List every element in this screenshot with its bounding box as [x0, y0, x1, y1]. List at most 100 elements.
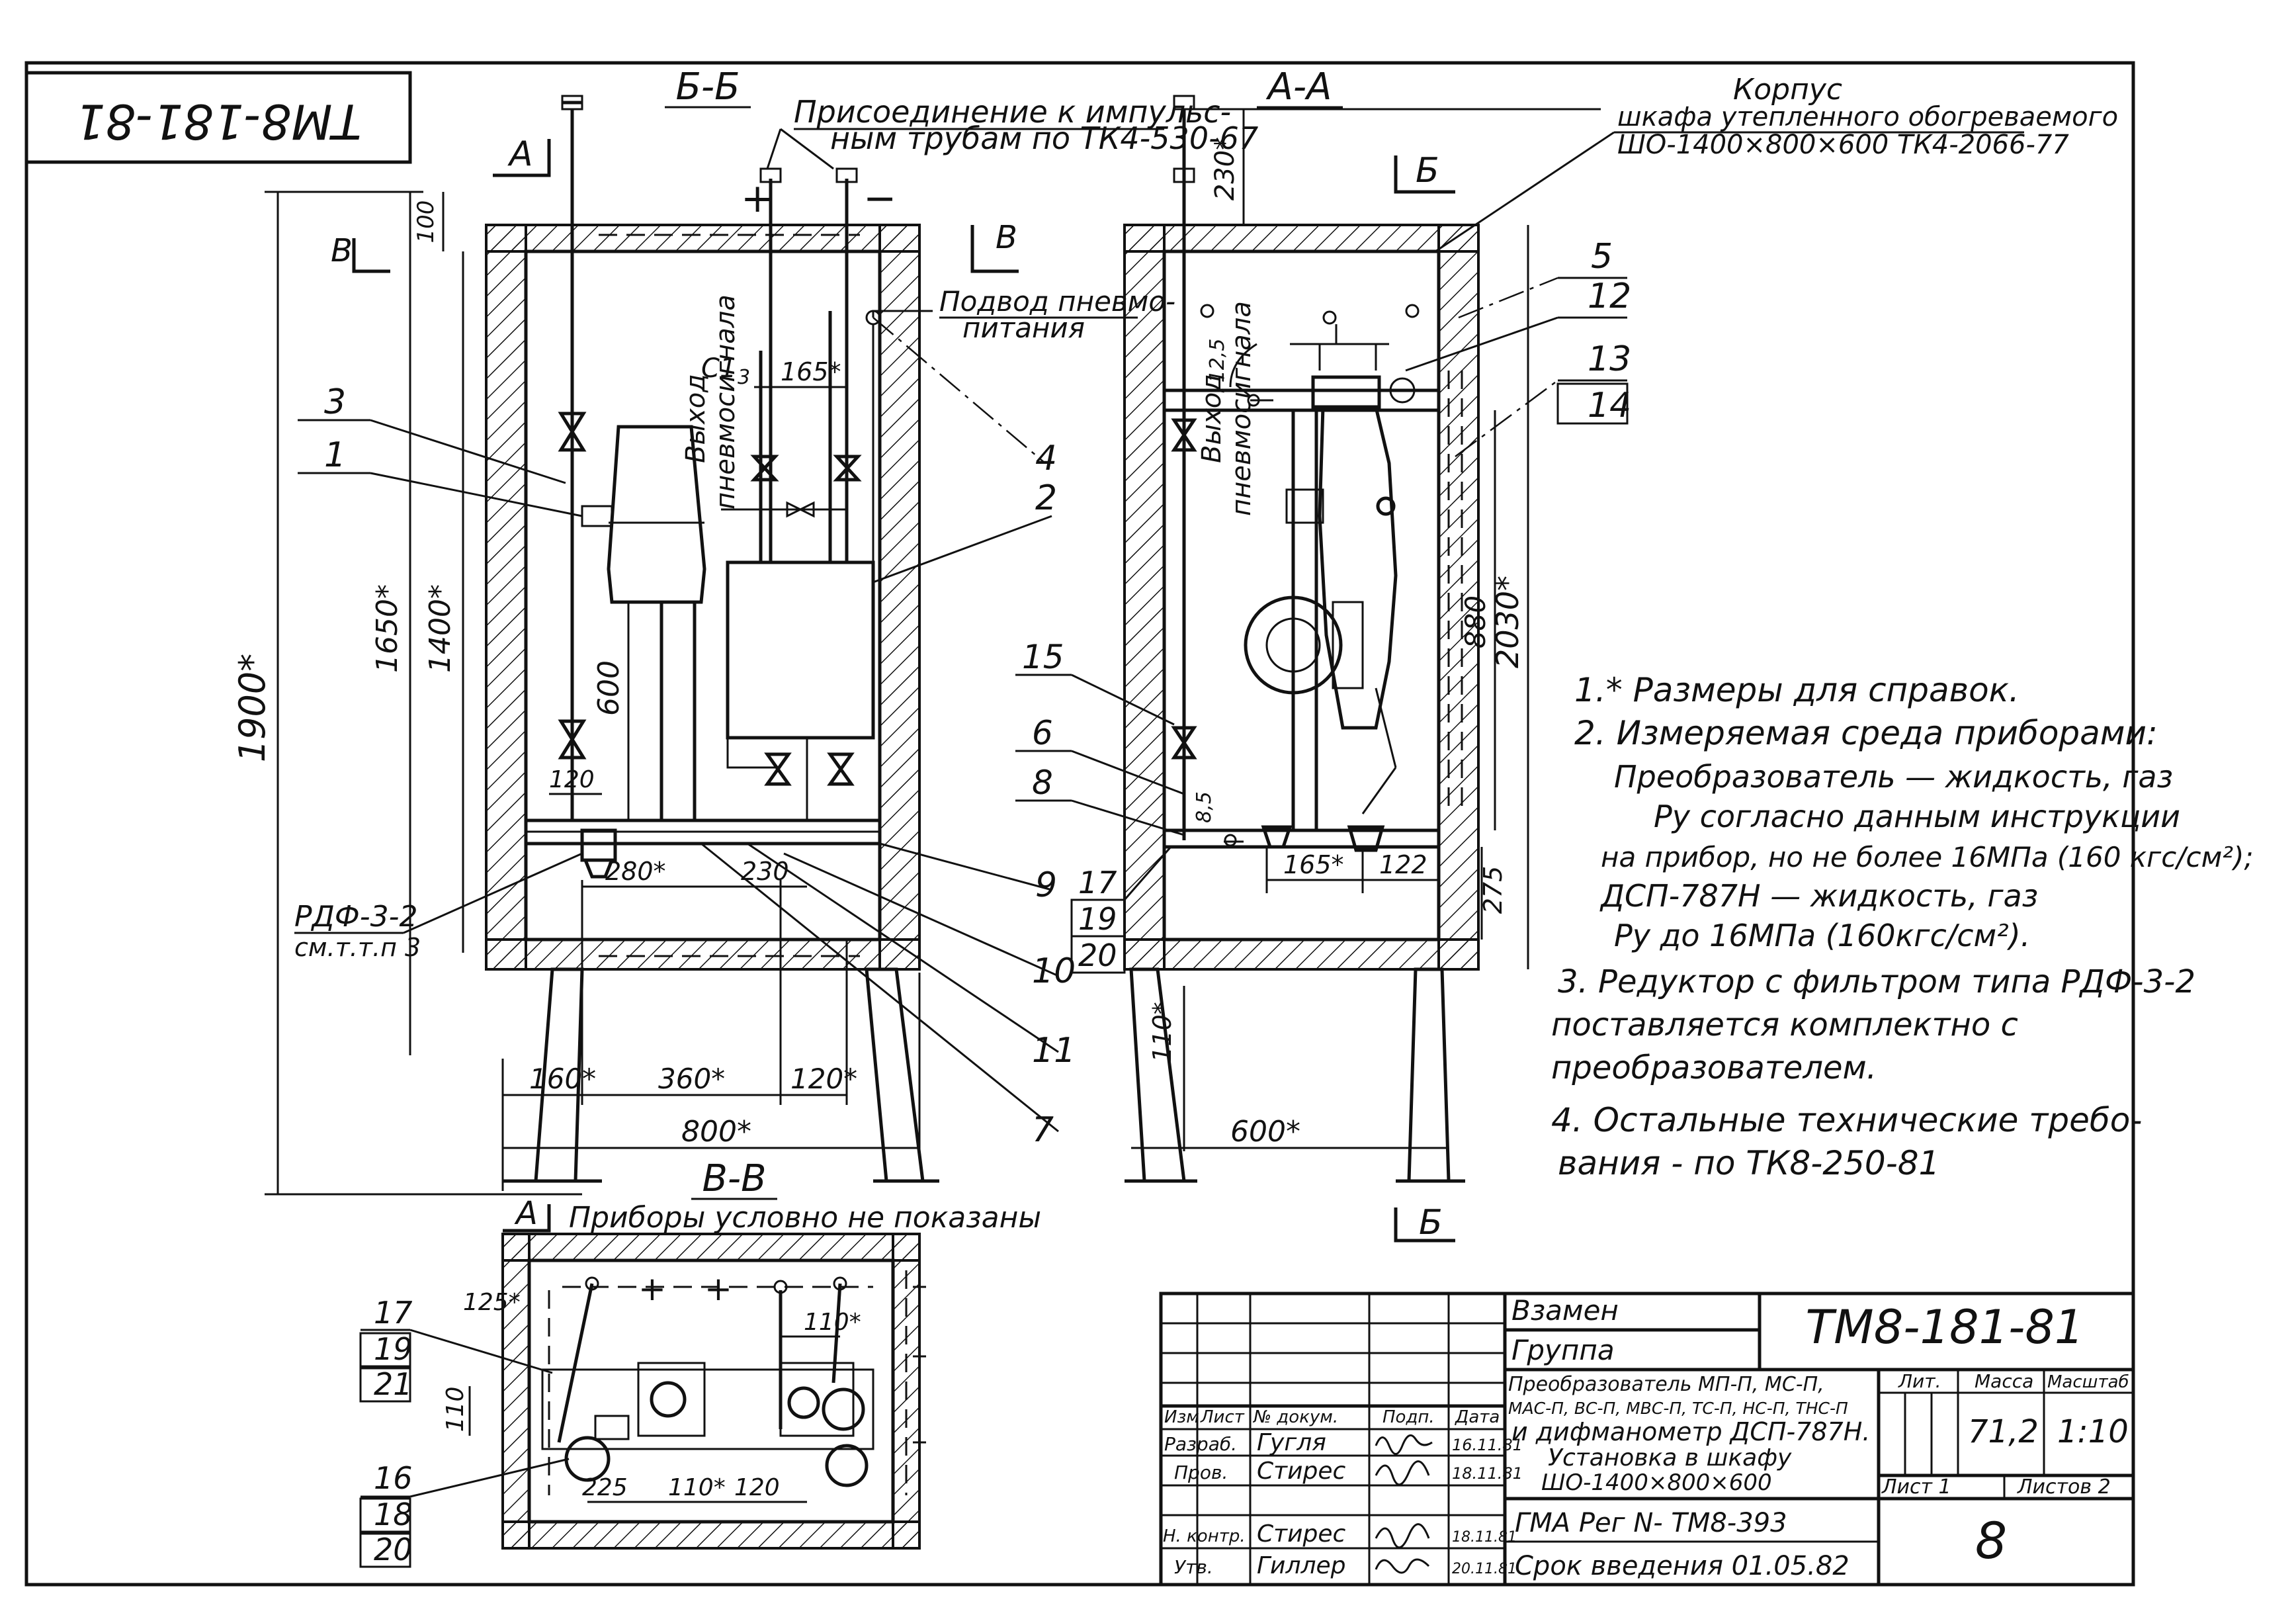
- bb-dim-160: 160*: [529, 1063, 596, 1095]
- aa-leader-8: 8: [1032, 764, 1053, 802]
- tb-date-nkontr: 18.11.81: [1452, 1529, 1517, 1546]
- vv-leader-19: 19: [374, 1331, 413, 1367]
- aa-cabinet-bottom: [1123, 938, 1480, 971]
- tb-name-2: МАС-П, ВС-П, МВС-П, ТС-П, НС-П, ТНС-П: [1508, 1399, 1848, 1418]
- bb-minus: −: [863, 175, 896, 222]
- bb-dim-1900: 1900*: [232, 654, 273, 762]
- note-1: 1.* Размеры для справок.: [1574, 671, 2020, 709]
- bb-transmitter: [607, 425, 706, 604]
- aa-dim-125: 12,5: [1206, 339, 1229, 383]
- vv-leader-16: 16: [374, 1460, 413, 1496]
- aa-leader-20: 20: [1078, 938, 1117, 973]
- aa-mounting-plate: [1162, 828, 1441, 849]
- vv-note: Приборы условно не показаны: [569, 1201, 1041, 1235]
- aa-leader-12: 12: [1588, 277, 1631, 316]
- aa-cabinet-top: [1123, 224, 1480, 253]
- bb-leader-7: 7: [1032, 1110, 1054, 1150]
- bb-rdf-2: см.т.т.п 3: [294, 933, 421, 962]
- aa-leader-15: 15: [1022, 638, 1064, 676]
- bb-section-v-left: В: [331, 232, 353, 269]
- tb-masshtab: Масштаб: [2047, 1372, 2129, 1392]
- tb-col-izm: Изм: [1164, 1407, 1199, 1427]
- aa-dim-122: 122: [1379, 850, 1427, 879]
- bb-section-v-right: В: [996, 219, 1017, 256]
- bb-dim-230: 230: [741, 857, 789, 886]
- tb-list: Лист 1: [1881, 1475, 1951, 1499]
- tb-role-razrab: Разраб.: [1164, 1433, 1237, 1455]
- aa-dim-880: 880: [1459, 595, 1492, 648]
- bb-leader-10: 10: [1032, 951, 1076, 991]
- aa-leader-5: 5: [1591, 237, 1613, 277]
- tb-role-nkontr: Н. контр.: [1163, 1526, 1246, 1546]
- note-11: 4. Остальные технические требо-: [1551, 1101, 2142, 1139]
- aa-dim-85: 8,5: [1193, 791, 1216, 823]
- tb-name-utv: Гиллер: [1257, 1552, 1345, 1579]
- tb-date-razrab: 16.11.81: [1452, 1436, 1523, 1454]
- view-bb-title: Б-Б: [675, 66, 740, 109]
- tb-gruppa: Группа: [1511, 1334, 1615, 1366]
- aa-leg-left: [1129, 967, 1186, 1183]
- technical-notes: 1.* Размеры для справок. 2. Измеряемая с…: [1551, 671, 2254, 1182]
- bb-dim-800: 800*: [681, 1115, 751, 1149]
- bb-dim-360: 360*: [658, 1063, 725, 1095]
- signature-nkontr: [1375, 1523, 1430, 1549]
- bb-dim-165: 165*: [781, 357, 841, 386]
- bb-leader-11: 11: [1032, 1031, 1076, 1071]
- signature-prov: [1375, 1460, 1430, 1486]
- vv-leader-21: 21: [374, 1366, 413, 1402]
- vv-leader-20: 20: [374, 1532, 413, 1567]
- bb-leg-right: [865, 967, 925, 1183]
- aa-section-b-bottom: Б: [1419, 1203, 1443, 1243]
- tb-name-4: Установка в шкафу: [1548, 1444, 1792, 1471]
- aa-transmitter: [1318, 405, 1398, 730]
- aa-cabinet-desc-2: ШО-1400×800×600 ТК4-2066-77: [1617, 130, 2069, 160]
- tb-name-5: ШО-1400×800×600: [1541, 1469, 1772, 1496]
- aa-cabinet-title: Корпус: [1733, 73, 1842, 107]
- vv-leader-17: 17: [374, 1295, 413, 1331]
- note-6: ДСП-787Н — жидкость, газ: [1599, 878, 2038, 914]
- tb-lit: Лит.: [1898, 1370, 1941, 1392]
- bb-leader-4: 4: [1035, 439, 1057, 478]
- tb-col-doc: № докум.: [1252, 1407, 1338, 1427]
- view-vv-title: В-В: [702, 1157, 766, 1200]
- tb-code: ТМ8-181-81: [1806, 1300, 2084, 1354]
- bb-cabinet-top: [485, 224, 921, 253]
- tb-role-utv: Утв.: [1174, 1556, 1213, 1578]
- note-10: преобразователем.: [1551, 1049, 1877, 1086]
- svg-text:+: +: [704, 1270, 732, 1308]
- aa-dim-275: 275: [1478, 866, 1508, 914]
- aa-dim-600: 600*: [1230, 1115, 1300, 1149]
- tb-masshtab-val: 1:10: [2057, 1413, 2129, 1450]
- bb-c1-num: 3: [738, 366, 750, 389]
- vv-leader-18: 18: [374, 1497, 413, 1532]
- aa-output-signal-2: пневмосигнала: [1226, 301, 1257, 516]
- tb-col-list: Лист: [1200, 1407, 1245, 1427]
- bb-secondary-device: [726, 560, 875, 740]
- note-7: Ру до 16МПа (160кгс/см²).: [1614, 918, 2030, 953]
- view-aa: А-А Корпус шкафа утепленного обогреваемо…: [1015, 66, 2118, 1243]
- bb-leader-1: 1: [324, 435, 346, 475]
- tb-massa-val: 71,2: [1968, 1413, 2039, 1450]
- bb-air-supply-2: питания: [962, 312, 1085, 344]
- vv-dim-225: 225: [582, 1474, 628, 1501]
- tb-srok: Срок введения 01.05.82: [1515, 1551, 1850, 1581]
- aa-section-b-top: Б: [1416, 151, 1439, 191]
- note-5: на прибор, но не более 16МПа (160 кгс/см…: [1601, 841, 2254, 873]
- title-block: Изм Лист № докум. Подп. Дата Разраб. Гуг…: [1159, 1292, 2135, 1587]
- bb-connection-note-1: Присоединение к импульс-: [794, 94, 1231, 130]
- bb-output-signal-1: Выход: [681, 374, 711, 463]
- doc-code-stamp: ТМ8-181-81: [24, 71, 412, 164]
- note-8: 3. Редуктор с фильтром типа РДФ-3-2: [1558, 963, 2195, 1000]
- bb-dim-1400: 1400*: [423, 584, 457, 673]
- note-9: поставляется комплектно с: [1551, 1006, 2018, 1043]
- aa-leg-right: [1407, 967, 1451, 1183]
- tb-name-1: Преобразователь МП-П, МС-П,: [1508, 1373, 1824, 1396]
- aa-dim-165: 165*: [1283, 850, 1344, 879]
- tb-massa: Масса: [1975, 1370, 2033, 1392]
- aa-cabinet-desc-1: шкафа утепленного обогреваемого: [1617, 102, 2118, 132]
- note-12: вания - по ТК8-250-81: [1558, 1144, 1939, 1182]
- bb-cabinet-left-wall: [485, 224, 527, 971]
- tb-sheet-no: 8: [1975, 1511, 2007, 1570]
- aa-leader-14: 14: [1588, 386, 1631, 425]
- tb-name-nkontr: Стирес: [1257, 1520, 1346, 1548]
